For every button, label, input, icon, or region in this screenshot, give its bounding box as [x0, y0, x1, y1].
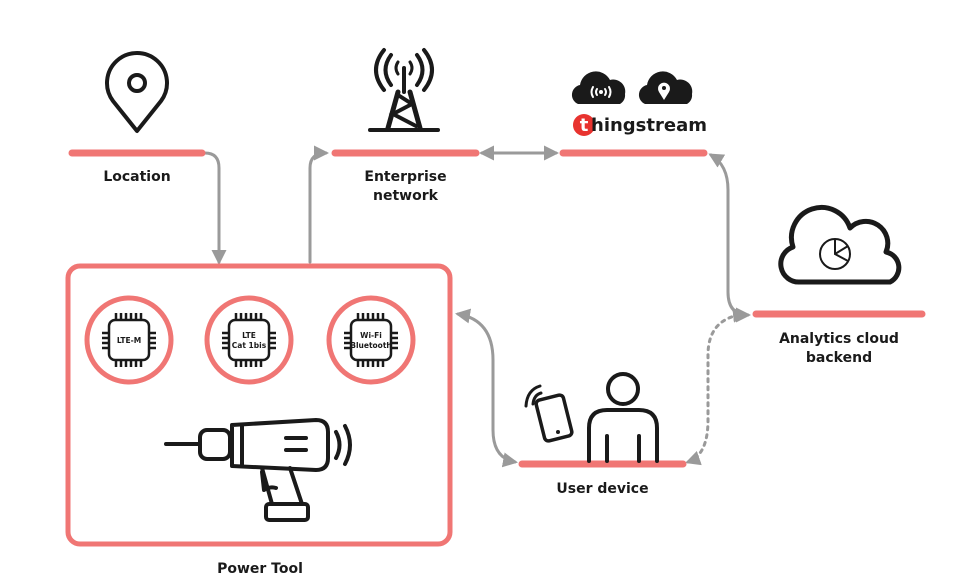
thingstream-logo-t: t	[580, 115, 589, 136]
chip-lte-m: LTE-M	[84, 295, 174, 385]
enterprise-label-line2: network	[373, 188, 438, 204]
analytics-label: Analytics cloud backend	[756, 330, 922, 368]
connector-power-tool-user-device	[455, 308, 518, 468]
chip-label-line1: Wi-Fi	[360, 331, 382, 340]
connector-user-device-analytics-dotted	[685, 307, 748, 466]
chip-label-line2: Cat 1bis	[232, 341, 267, 350]
accent-bars	[68, 149, 926, 468]
connector-location-to-power-tool	[203, 151, 227, 265]
user-device-label: User device	[556, 481, 649, 497]
connector-power-tool-to-enterprise	[308, 145, 329, 264]
cell-tower-icon	[368, 48, 440, 132]
power-tool-label: Power Tool	[217, 561, 303, 577]
chip-label-line2: Bluetooth	[350, 341, 392, 350]
map-pin-icon	[105, 51, 169, 133]
enterprise-label-line1: Enterprise	[364, 169, 447, 185]
thingstream-logo-mark	[573, 114, 595, 136]
analytics-label-line2: backend	[805, 350, 873, 366]
power-tool-container	[65, 263, 453, 547]
cloud-wireless-icon	[571, 71, 626, 104]
location-label: Location	[103, 169, 171, 185]
cloud-pie-chart-icon	[778, 204, 902, 285]
chip-label-line1: LTE-M	[117, 336, 141, 345]
tablet-wireless-icon	[524, 384, 574, 443]
thingstream-logo: t hingstream	[573, 114, 707, 136]
connectors	[203, 145, 751, 468]
person-icon	[587, 372, 659, 463]
thingstream-wordmark: hingstream	[591, 115, 707, 136]
power-drill-wireless-icon	[164, 418, 352, 522]
chip-label-line1: LTE	[242, 331, 256, 340]
enterprise-label: Enterprise network	[335, 168, 476, 206]
chip-lte-cat1bis: LTE Cat 1bis	[204, 295, 294, 385]
connector-thingstream-analytics	[708, 153, 751, 323]
analytics-label-line1: Analytics cloud	[779, 331, 899, 347]
chip-wifi-bluetooth: Wi-Fi Bluetooth	[326, 295, 416, 385]
cloud-location-icon	[638, 71, 693, 104]
